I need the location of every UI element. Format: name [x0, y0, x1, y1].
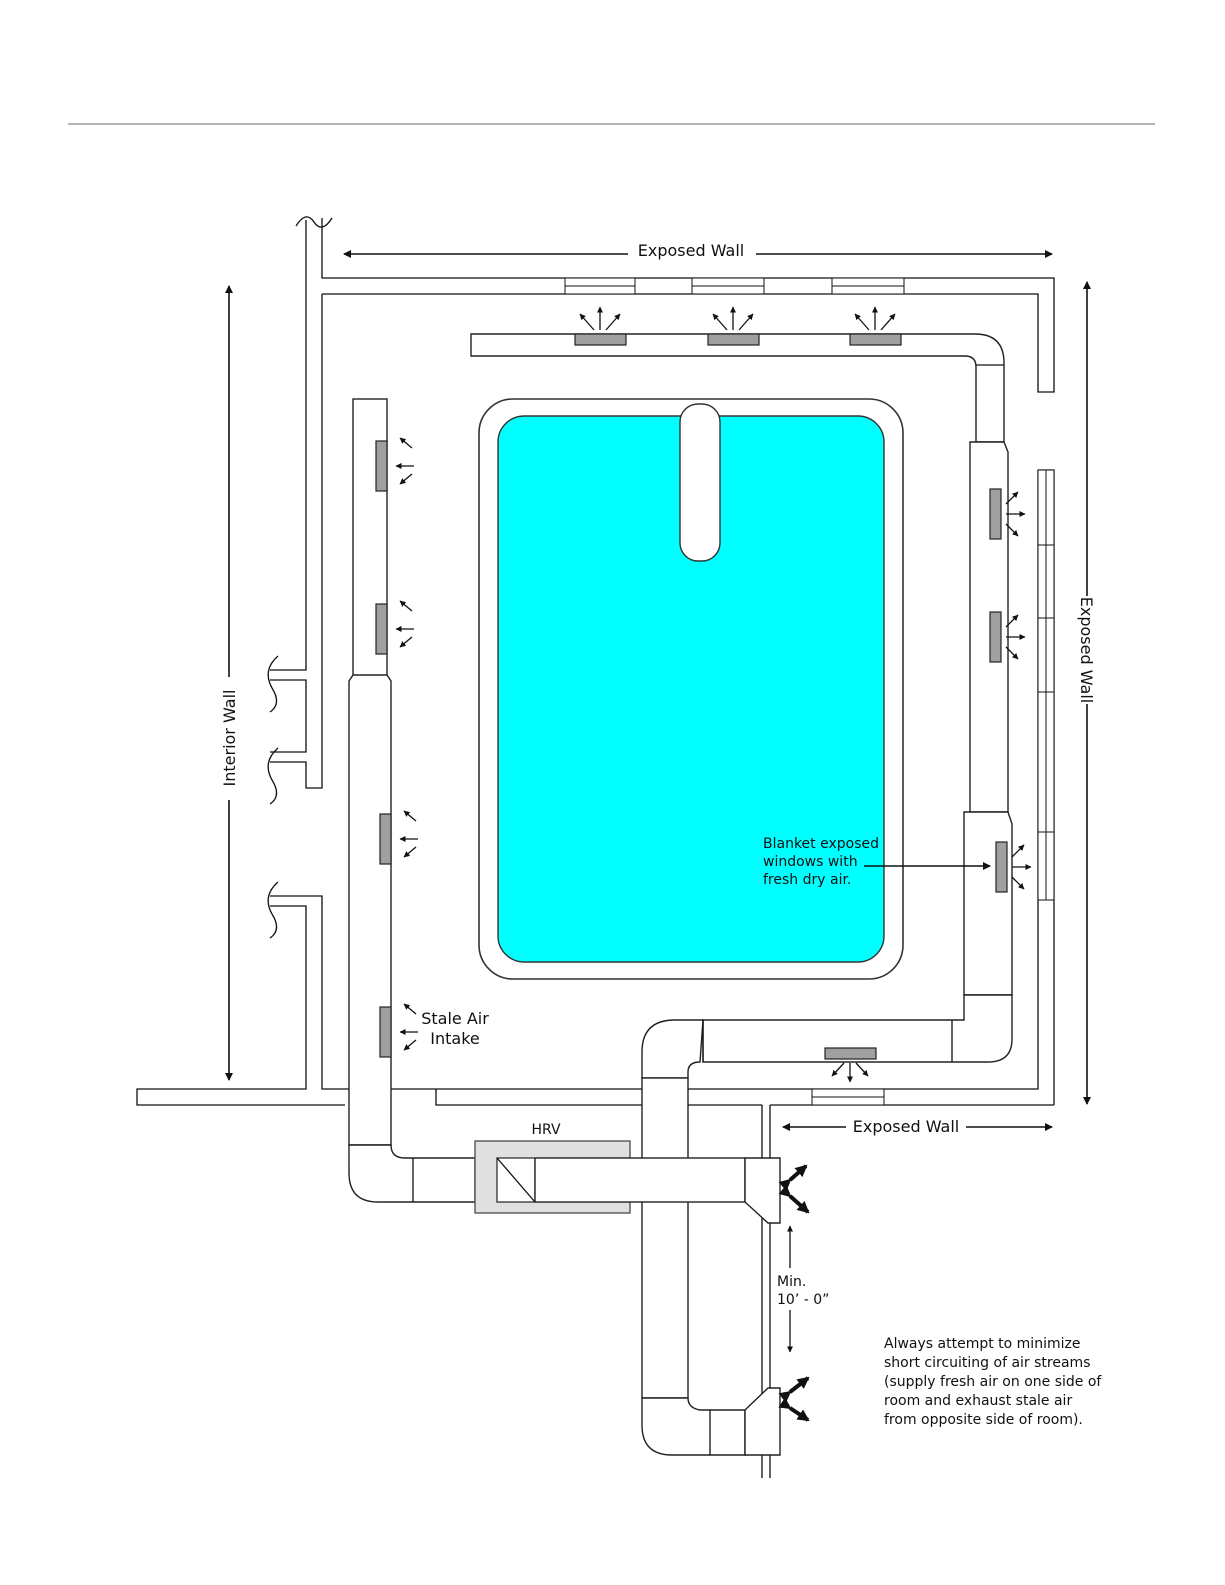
note-line-3: (supply fresh air on one side of — [884, 1374, 1102, 1390]
blanket-label-2: windows with — [763, 854, 858, 870]
stale-air-label-1: Stale Air — [421, 1009, 489, 1028]
exposed-wall-bottom-label: Exposed Wall — [853, 1117, 959, 1136]
pool — [479, 399, 903, 979]
note-line-5: from opposite side of room). — [884, 1412, 1083, 1428]
interior-wall-label: Interior Wall — [220, 690, 239, 787]
hrv-label: HRV — [531, 1122, 560, 1138]
exposed-wall-top-label: Exposed Wall — [638, 241, 744, 260]
note-line-2: short circuiting of air streams — [884, 1355, 1091, 1371]
min-label-2: 10’ - 0” — [777, 1292, 829, 1308]
exposed-wall-right-label: Exposed Wall — [1077, 597, 1096, 703]
stale-air-label-2: Intake — [430, 1029, 479, 1048]
note-line-4: room and exhaust stale air — [884, 1393, 1072, 1409]
note-line-1: Always attempt to minimize — [884, 1336, 1080, 1352]
blanket-label-3: fresh dry air. — [763, 872, 851, 888]
blanket-label-1: Blanket exposed — [763, 836, 879, 852]
min-label-1: Min. — [777, 1274, 806, 1290]
